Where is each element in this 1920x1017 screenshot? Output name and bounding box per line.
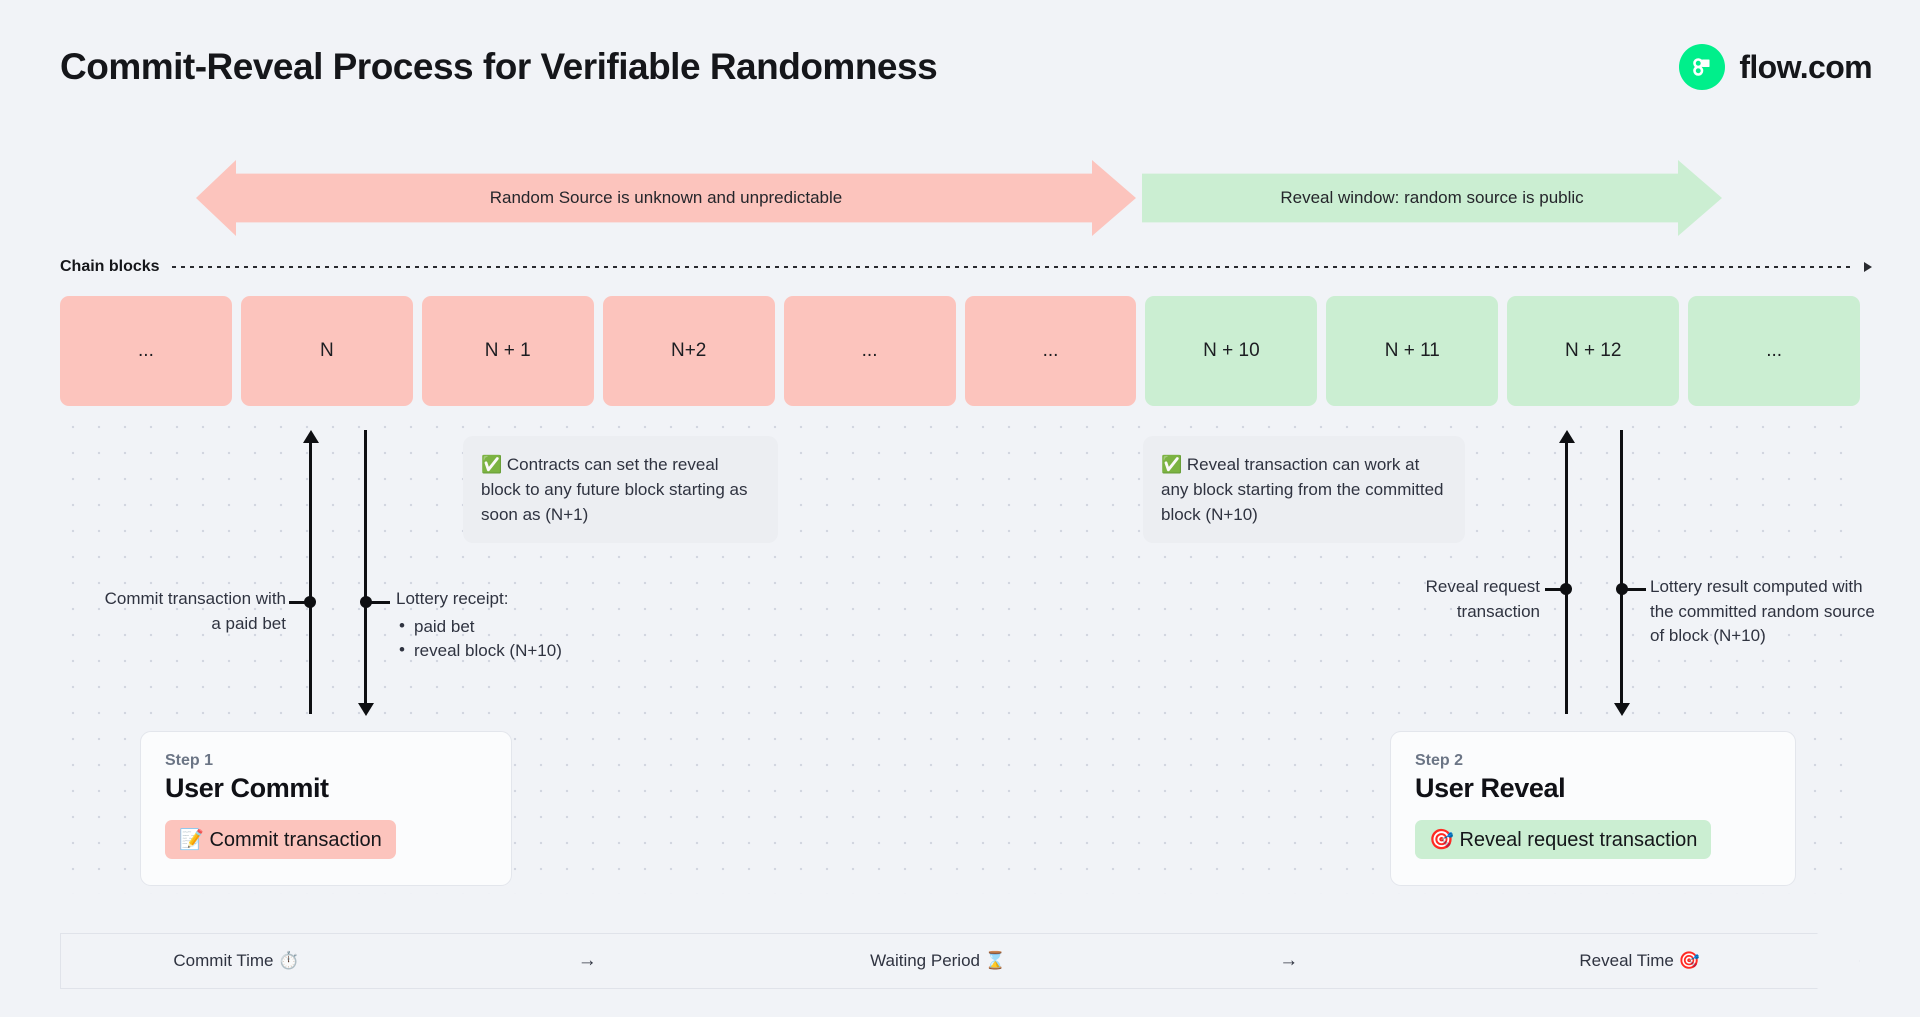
banner-unknown-label: Random Source is unknown and unpredictab… xyxy=(489,188,843,207)
timeline-phase-label: Reveal Time 🎯 xyxy=(1579,951,1700,970)
chain-blocks-axis: Chain blocks xyxy=(60,258,1872,276)
brand-name: flow.com xyxy=(1739,48,1872,85)
annotation-reveal-request: Reveal request transaction xyxy=(1368,575,1540,624)
chain-block: N + 1 xyxy=(421,296,594,406)
step-1-title: User Commit xyxy=(165,773,329,803)
step-card-1: Step 1 User Commit 📝 Commit transaction xyxy=(140,731,512,886)
annotation-reveal-request-text: Reveal request transaction xyxy=(1425,577,1540,621)
target-icon: 🎯 xyxy=(1429,829,1454,851)
receipt-marker-line xyxy=(364,430,367,706)
reveal-marker-dot xyxy=(1560,583,1572,595)
brand-logo: flow.com xyxy=(1679,44,1873,90)
step-1-eyebrow: Step 1 xyxy=(165,752,214,769)
timeline-phase-label: Waiting Period ⌛ xyxy=(870,951,1006,970)
lottery-receipt-title: Lottery receipt: xyxy=(396,589,509,608)
chain-blocks-label: Chain blocks xyxy=(60,258,160,275)
lottery-receipt-item: paid bet xyxy=(396,614,696,640)
phase-banners: Random Source is unknown and unpredictab… xyxy=(0,160,1920,236)
step-2-eyebrow: Step 2 xyxy=(1415,752,1464,769)
receipt-marker-dot xyxy=(360,596,372,608)
chain-block: ... xyxy=(60,296,232,406)
chain-block: N + 12 xyxy=(1507,296,1680,406)
callout-commit-note: ✅ Contracts can set the reveal block to … xyxy=(463,436,778,544)
result-marker-dot xyxy=(1616,583,1628,595)
chain-block: N xyxy=(240,296,413,406)
memo-icon: 📝 xyxy=(179,829,204,851)
step-1-action-pill[interactable]: 📝 Commit transaction xyxy=(165,820,396,859)
chain-block: ... xyxy=(964,296,1137,406)
phase-timeline: Commit Time ⏱️ → Waiting Period ⌛ → Reveal T… xyxy=(60,933,1860,989)
step-2-pill-label: Reveal request transaction xyxy=(1459,829,1698,851)
phase-timeline-body: Commit Time ⏱️ → Waiting Period ⌛ → Reveal T… xyxy=(60,933,1815,989)
lottery-receipt-item: reveal block (N+10) xyxy=(396,638,696,664)
chain-block: ... xyxy=(783,296,956,406)
result-marker-line xyxy=(1620,430,1623,706)
annotation-lottery-result: Lottery result computed with the committ… xyxy=(1650,575,1878,649)
commit-marker-stub xyxy=(289,601,313,604)
result-marker-arrowhead-icon xyxy=(1614,703,1630,716)
receipt-marker-arrowhead-icon xyxy=(358,703,374,716)
chain-arrow-icon xyxy=(1864,262,1872,272)
banner-unknown-window: Random Source is unknown and unpredictab… xyxy=(196,160,1136,236)
chain-block: N + 11 xyxy=(1326,296,1499,406)
commit-marker-dot xyxy=(304,596,316,608)
phase-timeline-arrow-icon xyxy=(1814,933,1860,989)
step-2-action-pill[interactable]: 🎯 Reveal request transaction xyxy=(1415,820,1712,859)
header: Commit-Reveal Process for Verifiable Ran… xyxy=(60,44,1873,90)
banner-reveal-window: Reveal window: random source is public xyxy=(1142,160,1722,236)
chain-block: N + 10 xyxy=(1145,296,1318,406)
page-title: Commit-Reveal Process for Verifiable Ran… xyxy=(60,46,938,87)
annotation-commit-transaction-text: Commit transaction with a paid bet xyxy=(104,589,286,633)
timeline-phase-label: Commit Time ⏱️ xyxy=(173,951,300,970)
commit-marker-arrowhead-icon xyxy=(303,430,319,443)
annotation-lottery-result-text: Lottery result computed with the committ… xyxy=(1650,577,1875,646)
chain-dotted-line xyxy=(171,266,1853,268)
timeline-arrow-icon: → xyxy=(1279,950,1299,971)
step-2-title: User Reveal xyxy=(1415,773,1566,803)
step-card-2: Step 2 User Reveal 🎯 Reveal request tran… xyxy=(1390,731,1796,886)
callout-reveal-note: ✅ Reveal transaction can work at any blo… xyxy=(1143,436,1465,544)
timeline-arrow-icon: → xyxy=(577,950,597,971)
result-marker-stub xyxy=(1622,588,1646,591)
chain-block: ... xyxy=(1688,296,1861,406)
chain-block: N+2 xyxy=(602,296,775,406)
reveal-marker-line xyxy=(1565,442,1568,714)
reveal-marker-arrowhead-icon xyxy=(1559,430,1575,443)
step-1-pill-label: Commit transaction xyxy=(209,829,382,851)
flow-logo-icon xyxy=(1679,44,1726,90)
lottery-receipt-list: paid betreveal block (N+10) xyxy=(396,614,696,664)
banner-reveal-label: Reveal window: random source is public xyxy=(1280,188,1584,207)
commit-marker-line xyxy=(309,442,312,714)
annotation-commit-transaction: Commit transaction with a paid bet xyxy=(96,587,286,636)
receipt-marker-stub xyxy=(366,601,390,604)
annotation-lottery-receipt: Lottery receipt: paid betreveal block (N… xyxy=(396,587,696,664)
reveal-marker-stub xyxy=(1545,588,1569,591)
